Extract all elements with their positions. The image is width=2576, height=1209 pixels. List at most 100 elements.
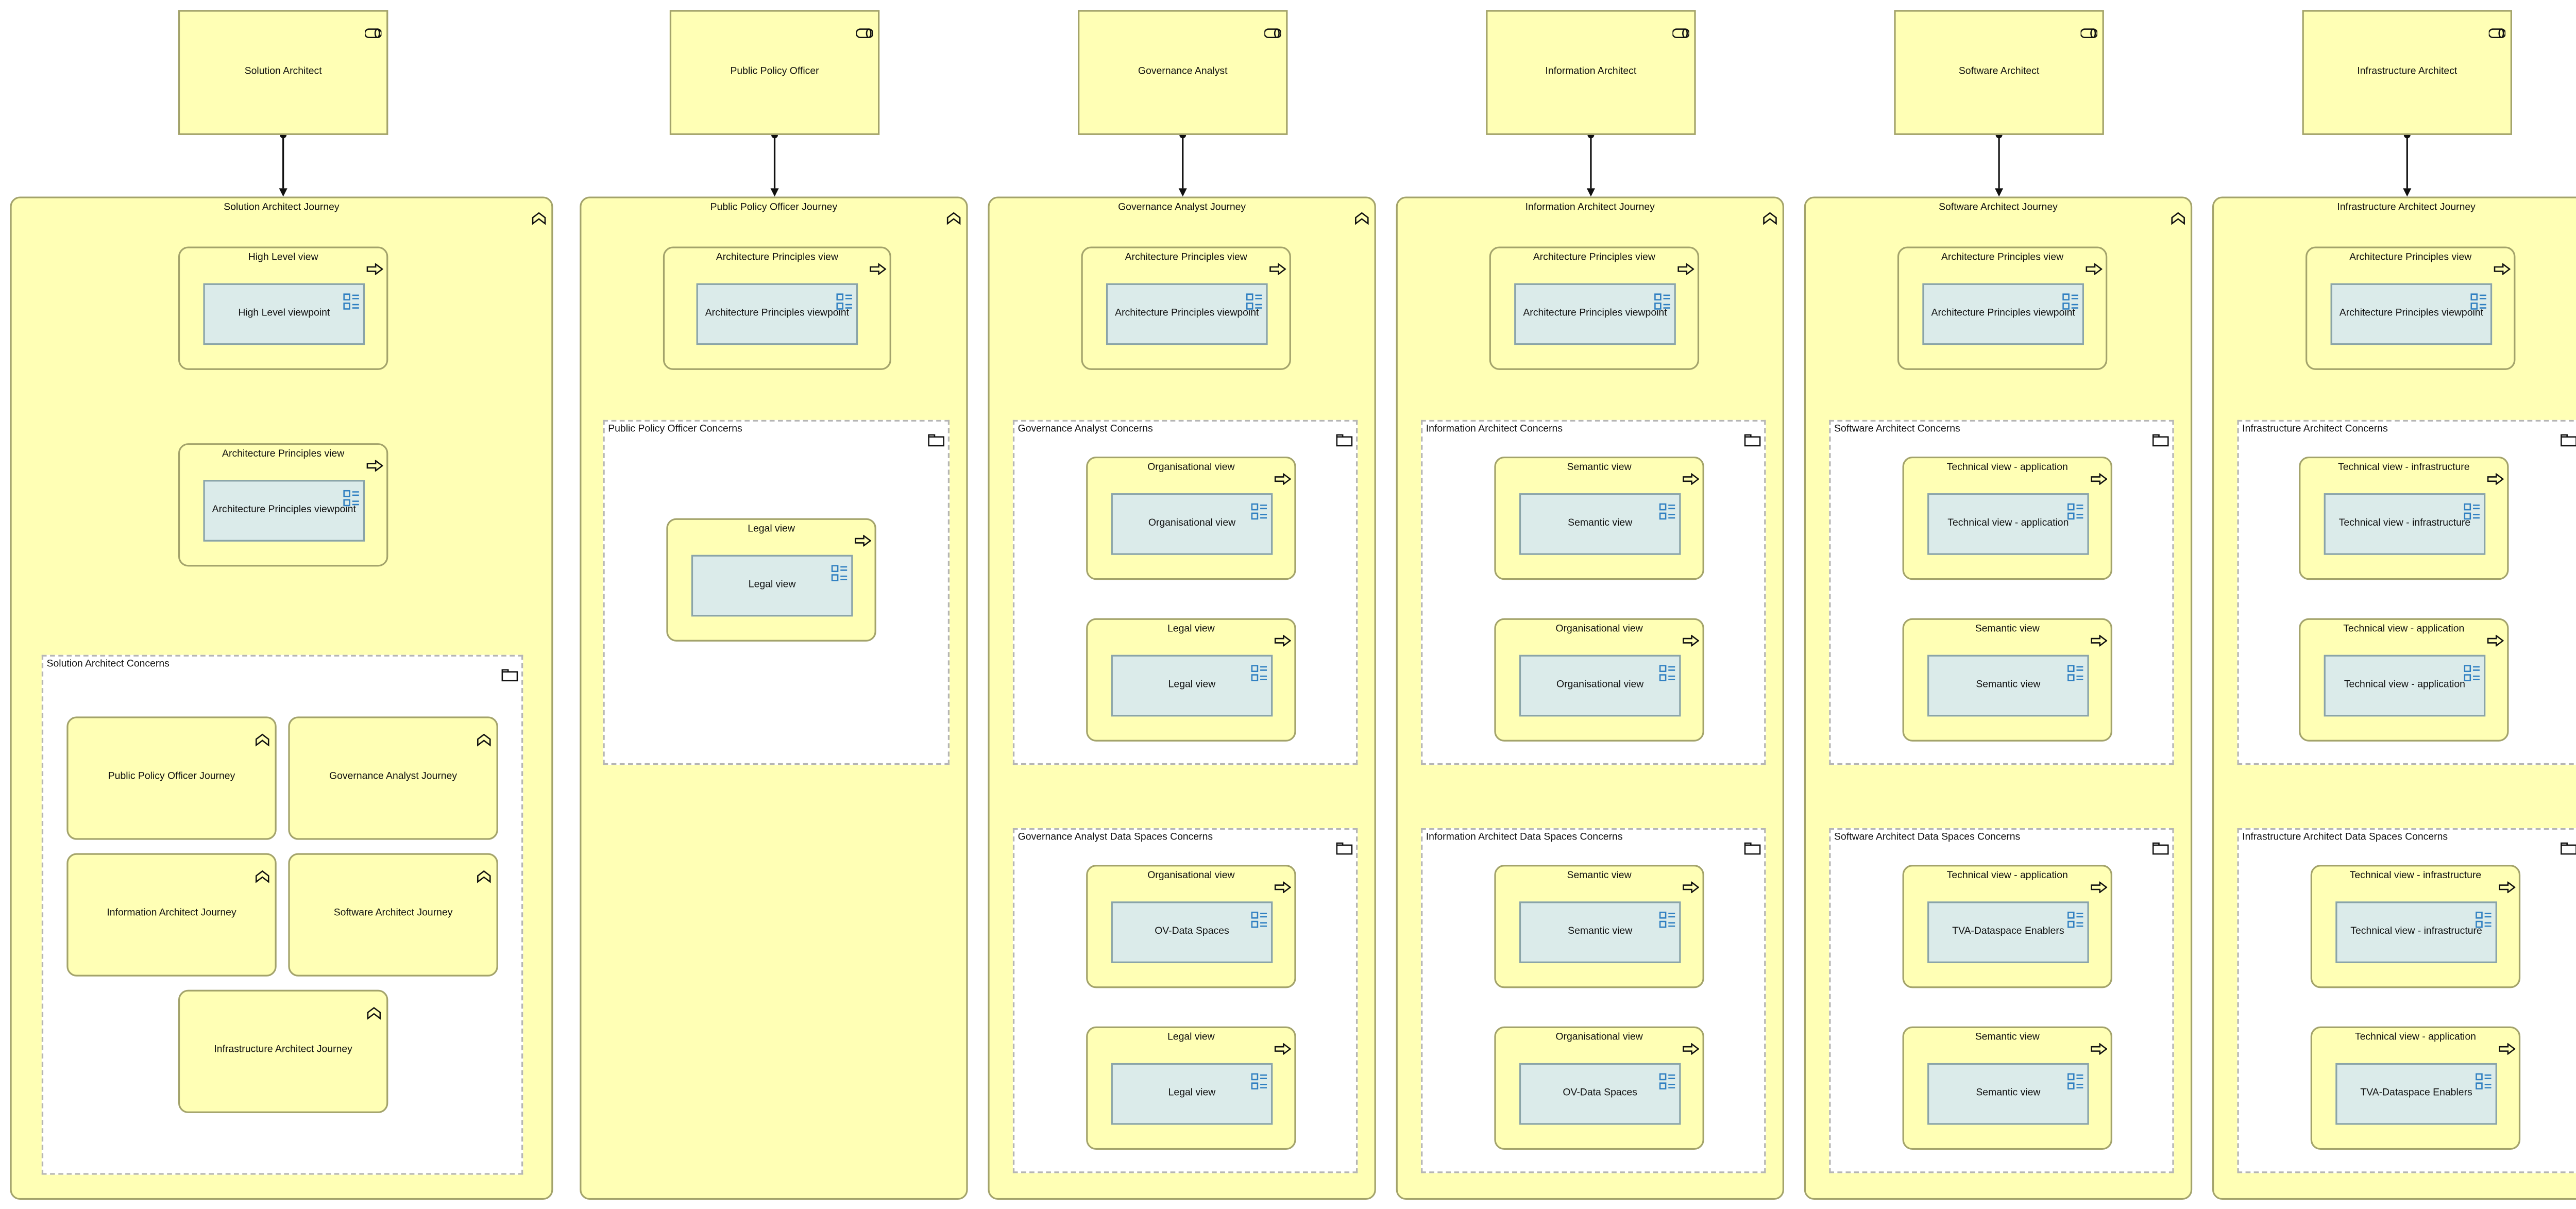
viewpoint-label: Semantic view xyxy=(1568,926,1633,936)
viewpoint-box[interactable]: Architecture Principles viewpoint xyxy=(696,283,858,345)
view-arrow-icon xyxy=(1683,1033,1700,1063)
viewpoint-box[interactable]: Technical view - infrastructure xyxy=(2324,493,2486,555)
viewpoint-box[interactable]: High Level viewpoint xyxy=(203,283,365,345)
viewpoint-label: Technical view - application xyxy=(1947,518,2069,528)
folder-icon xyxy=(2561,833,2576,863)
actor-box[interactable]: Infrastructure Architect xyxy=(2302,10,2512,135)
actor-box[interactable]: Public Policy Officer xyxy=(669,10,880,135)
viewpoint-label: Architecture Principles viewpoint xyxy=(1523,308,1667,318)
viewpoint-icon xyxy=(343,485,360,515)
arrowhead xyxy=(1178,188,1187,197)
viewpoint-icon xyxy=(831,560,848,590)
value-stream-icon xyxy=(531,203,546,233)
journey-reference[interactable]: Infrastructure Architect Journey xyxy=(178,989,388,1113)
actor-box[interactable]: Solution Architect xyxy=(178,10,388,135)
viewpoint-icon xyxy=(2067,906,2084,936)
viewpoint-icon xyxy=(2470,288,2487,318)
actor-label: Public Policy Officer xyxy=(730,66,819,77)
viewpoint-label: Semantic view xyxy=(1568,518,1633,528)
journey-title: Solution Architect Journey xyxy=(224,203,340,213)
journey-reference[interactable]: Information Architect Journey xyxy=(66,853,277,977)
viewpoint-box[interactable]: Architecture Principles viewpoint xyxy=(2330,283,2493,345)
view-title: Architecture Principles view xyxy=(1533,253,1655,263)
journey-reference[interactable]: Governance Analyst Journey xyxy=(288,716,498,840)
view-title: Technical view - application xyxy=(1946,871,2068,882)
viewpoint-icon xyxy=(1251,660,1267,690)
role-icon xyxy=(2080,16,2098,46)
view-arrow-icon xyxy=(2499,871,2516,901)
viewpoint-icon xyxy=(2464,660,2480,690)
journey-title: Public Policy Officer Journey xyxy=(710,203,838,213)
actor-box[interactable]: Software Architect xyxy=(1894,10,2104,135)
group-title: Infrastructure Architect Data Spaces Con… xyxy=(2242,833,2448,844)
view-title: Organisational view xyxy=(1555,1033,1643,1044)
viewpoint-box[interactable]: Architecture Principles viewpoint xyxy=(1106,283,1268,345)
viewpoint-box[interactable]: Semantic view xyxy=(1927,1063,2089,1125)
arrowhead xyxy=(1586,188,1595,197)
viewpoint-box[interactable]: Legal view xyxy=(1111,1063,1273,1125)
folder-icon xyxy=(1744,425,1761,455)
group-title: Governance Analyst Concerns xyxy=(1018,425,1153,435)
value-stream-icon xyxy=(946,203,961,233)
viewpoint-box[interactable]: Technical view - application xyxy=(1927,493,2089,555)
viewpoint-box[interactable]: Architecture Principles viewpoint xyxy=(1514,283,1676,345)
view-arrow-icon xyxy=(1683,463,1700,493)
view-title: Technical view - application xyxy=(2343,625,2465,635)
view-arrow-icon xyxy=(2091,1033,2108,1063)
folder-icon xyxy=(1336,833,1353,863)
viewpoint-label: Architecture Principles viewpoint xyxy=(212,505,356,515)
viewpoint-icon xyxy=(2062,288,2079,318)
viewpoint-box[interactable]: Semantic view xyxy=(1519,493,1681,555)
view-arrow-icon xyxy=(2487,625,2504,655)
viewpoint-box[interactable]: Technical view - infrastructure xyxy=(2335,901,2497,963)
view-arrow-icon xyxy=(1274,871,1292,901)
journey-reference[interactable]: Public Policy Officer Journey xyxy=(66,716,277,840)
journey-reference[interactable]: Software Architect Journey xyxy=(288,853,498,977)
folder-icon xyxy=(928,425,945,455)
viewpoint-box[interactable]: OV-Data Spaces xyxy=(1519,1063,1681,1125)
folder-icon xyxy=(2561,425,2576,455)
actor-label: Governance Analyst xyxy=(1138,66,1228,77)
viewpoint-box[interactable]: Semantic view xyxy=(1927,654,2089,717)
viewpoint-box[interactable]: Legal view xyxy=(691,555,853,617)
viewpoint-label: OV-Data Spaces xyxy=(1563,1088,1637,1098)
role-icon xyxy=(1672,16,1690,46)
viewpoint-box[interactable]: Technical view - application xyxy=(2324,654,2486,717)
value-stream-icon xyxy=(1354,203,1369,233)
viewpoint-box[interactable]: Architecture Principles viewpoint xyxy=(203,480,365,542)
view-arrow-icon xyxy=(1677,253,1694,283)
viewpoint-label: Architecture Principles viewpoint xyxy=(705,308,850,318)
actor-box[interactable]: Governance Analyst xyxy=(1078,10,1288,135)
viewpoint-box[interactable]: TVA-Dataspace Enablers xyxy=(2335,1063,2497,1125)
view-arrow-icon xyxy=(366,450,384,480)
viewpoint-label: Legal view xyxy=(1168,679,1216,690)
viewpoint-label: Semantic view xyxy=(1976,1088,2041,1098)
viewpoint-label: Legal view xyxy=(748,579,796,590)
group-title: Software Architect Data Spaces Concerns xyxy=(1834,833,2021,844)
actor-box[interactable]: Information Architect xyxy=(1486,10,1696,135)
viewpoint-icon xyxy=(2476,906,2492,936)
role-icon xyxy=(364,16,382,46)
view-title: Legal view xyxy=(1167,1033,1215,1044)
viewpoint-box[interactable]: Legal view xyxy=(1111,654,1273,717)
folder-icon xyxy=(2152,833,2169,863)
viewpoint-box[interactable]: OV-Data Spaces xyxy=(1111,901,1273,963)
view-title: Organisational view xyxy=(1555,625,1643,635)
value-stream-icon xyxy=(477,725,492,755)
arrowhead xyxy=(1994,188,2004,197)
viewpoint-label: Architecture Principles viewpoint xyxy=(1115,308,1259,318)
viewpoint-label: Technical view - infrastructure xyxy=(2350,926,2482,936)
view-arrow-icon xyxy=(2487,463,2504,493)
view-arrow-icon xyxy=(855,525,872,555)
view-title: Semantic view xyxy=(1567,871,1632,882)
group-title: Software Architect Concerns xyxy=(1834,425,1960,435)
viewpoint-box[interactable]: Organisational view xyxy=(1519,654,1681,717)
viewpoint-box[interactable]: Architecture Principles viewpoint xyxy=(1922,283,2084,345)
actor-label: Software Architect xyxy=(1958,66,2040,77)
viewpoint-icon xyxy=(2067,1068,2084,1098)
viewpoint-box[interactable]: Organisational view xyxy=(1111,493,1273,555)
value-stream-icon xyxy=(2171,203,2185,233)
viewpoint-box[interactable]: TVA-Dataspace Enablers xyxy=(1927,901,2089,963)
folder-icon xyxy=(1336,425,1353,455)
viewpoint-box[interactable]: Semantic view xyxy=(1519,901,1681,963)
